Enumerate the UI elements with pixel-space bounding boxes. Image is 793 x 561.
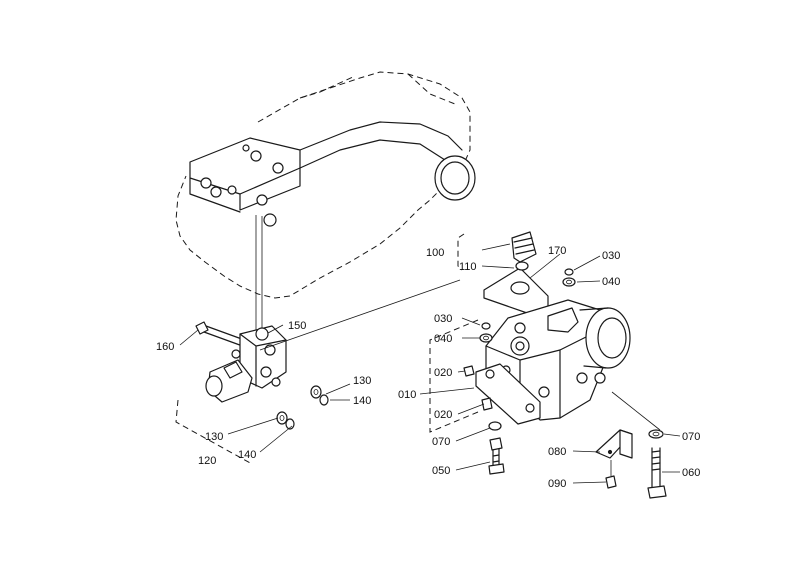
label-140-upper: 140 [353,395,371,407]
label-130-lower: 130 [205,431,223,443]
label-060: 060 [682,467,700,479]
label-100: 100 [426,247,444,259]
label-140-lower: 140 [238,449,256,461]
label-080: 080 [548,446,566,458]
label-090: 090 [548,478,566,490]
label-030-right: 030 [602,250,620,262]
leader-lines [179,243,681,484]
label-040-left: 040 [434,333,452,345]
label-050: 050 [432,465,450,477]
label-070-right: 070 [682,431,700,443]
label-040-right: 040 [602,276,620,288]
label-120: 120 [198,455,216,467]
part-labels: 150 160 130 140 130 120 140 100 110 170 … [156,245,700,490]
label-030-left: 030 [434,313,452,325]
label-170: 170 [548,245,566,257]
engine-housing [175,71,476,330]
label-150: 150 [288,320,306,332]
label-160: 160 [156,341,174,353]
label-130-upper: 130 [353,375,371,387]
valve-assembly-left [175,279,461,465]
label-020-lower: 020 [434,409,452,421]
label-010: 010 [398,389,416,401]
pump-body-right [429,267,661,433]
label-110: 110 [459,261,477,273]
label-070-left: 070 [432,436,450,448]
label-020-upper: 020 [434,367,452,379]
